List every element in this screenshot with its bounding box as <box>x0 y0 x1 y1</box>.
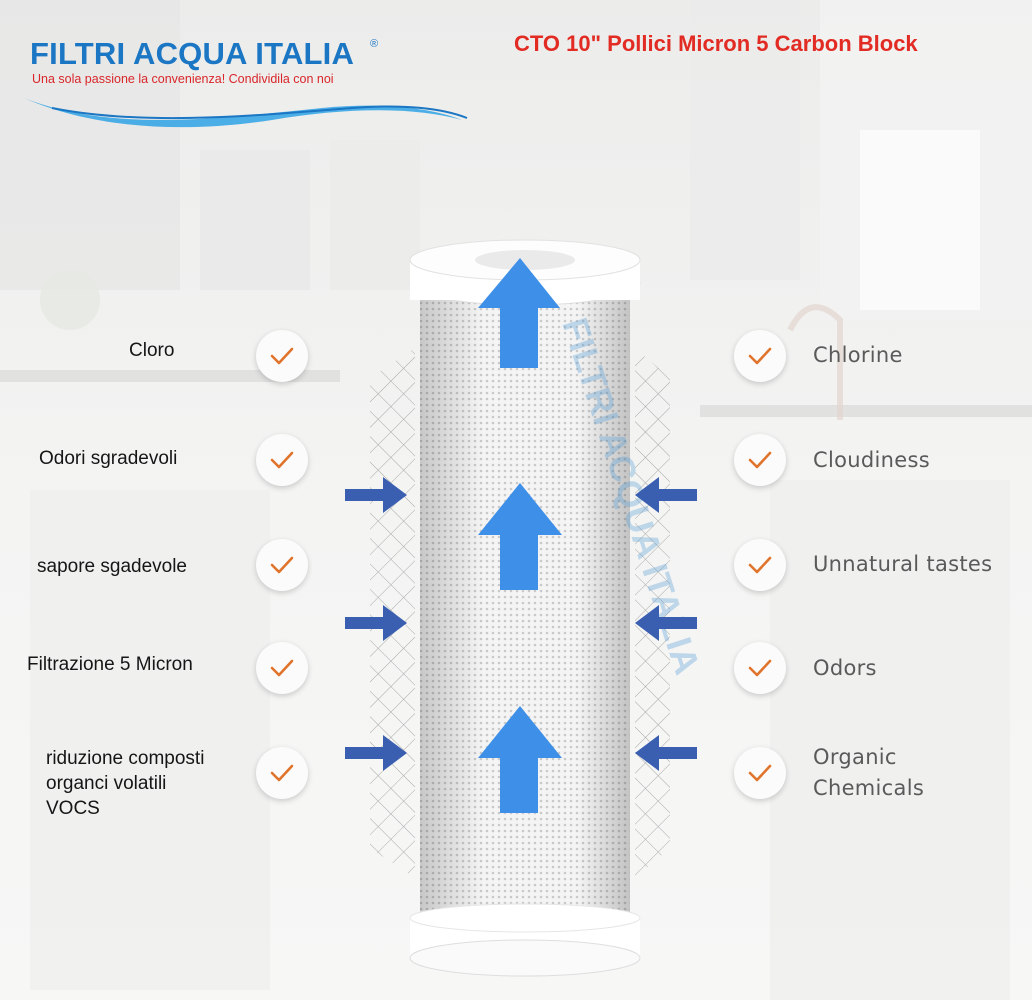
checkmark-icon <box>734 747 786 799</box>
feature-en-odors: Odors <box>813 656 877 680</box>
arrow-left-icon <box>635 605 697 641</box>
arrow-right-icon <box>345 735 407 771</box>
feature-it-vocs-line3: VOCS <box>46 798 100 819</box>
feature-en-cloudiness: Cloudiness <box>813 448 930 472</box>
feature-it-vocs-line2: organci volatili <box>46 773 167 794</box>
filter-cartridge: FILTRI ACQUA ITALIA <box>370 239 708 977</box>
feature-it-odori: Odori sgradevoli <box>39 448 178 469</box>
checkmark-icon <box>256 434 308 486</box>
arrow-up-icon <box>478 483 562 590</box>
wave-swoosh-icon <box>24 98 468 128</box>
feature-it-sapore: sapore sgadevole <box>37 556 187 577</box>
arrow-left-icon <box>635 477 697 513</box>
arrow-right-icon <box>345 477 407 513</box>
checkmark-icon <box>734 539 786 591</box>
checkmark-icon <box>734 434 786 486</box>
brand-name: FILTRI ACQUA ITALIA <box>30 36 355 71</box>
arrow-left-icon <box>635 735 697 771</box>
arrow-right-icon <box>345 605 407 641</box>
checkmark-icon <box>256 642 308 694</box>
product-headline: CTO 10" Pollici Micron 5 Carbon Block <box>514 31 918 56</box>
checkmark-icon <box>256 539 308 591</box>
feature-en-organic-line2: Chemicals <box>813 776 925 800</box>
brand-logo: FILTRI ACQUA ITALIA ® Una sola passione … <box>22 30 472 130</box>
feature-en-organic-line1: Organic <box>813 745 897 769</box>
feature-it-cloro: Cloro <box>129 340 175 361</box>
checkmark-icon <box>734 330 786 382</box>
feature-it-filtrazione: Filtrazione 5 Micron <box>27 654 193 675</box>
feature-en-chlorine: Chlorine <box>813 343 903 367</box>
checkmark-icon <box>256 330 308 382</box>
feature-en-tastes: Unnatural tastes <box>813 552 993 576</box>
registered-mark: ® <box>370 38 379 50</box>
checkmark-icon <box>734 642 786 694</box>
feature-it-vocs-line1: riduzione composti <box>46 748 205 769</box>
arrow-up-icon <box>478 706 562 813</box>
arrow-up-icon <box>478 258 560 368</box>
checkmark-icon <box>256 747 308 799</box>
brand-tagline: Una sola passione la convenienza! Condiv… <box>32 72 334 86</box>
